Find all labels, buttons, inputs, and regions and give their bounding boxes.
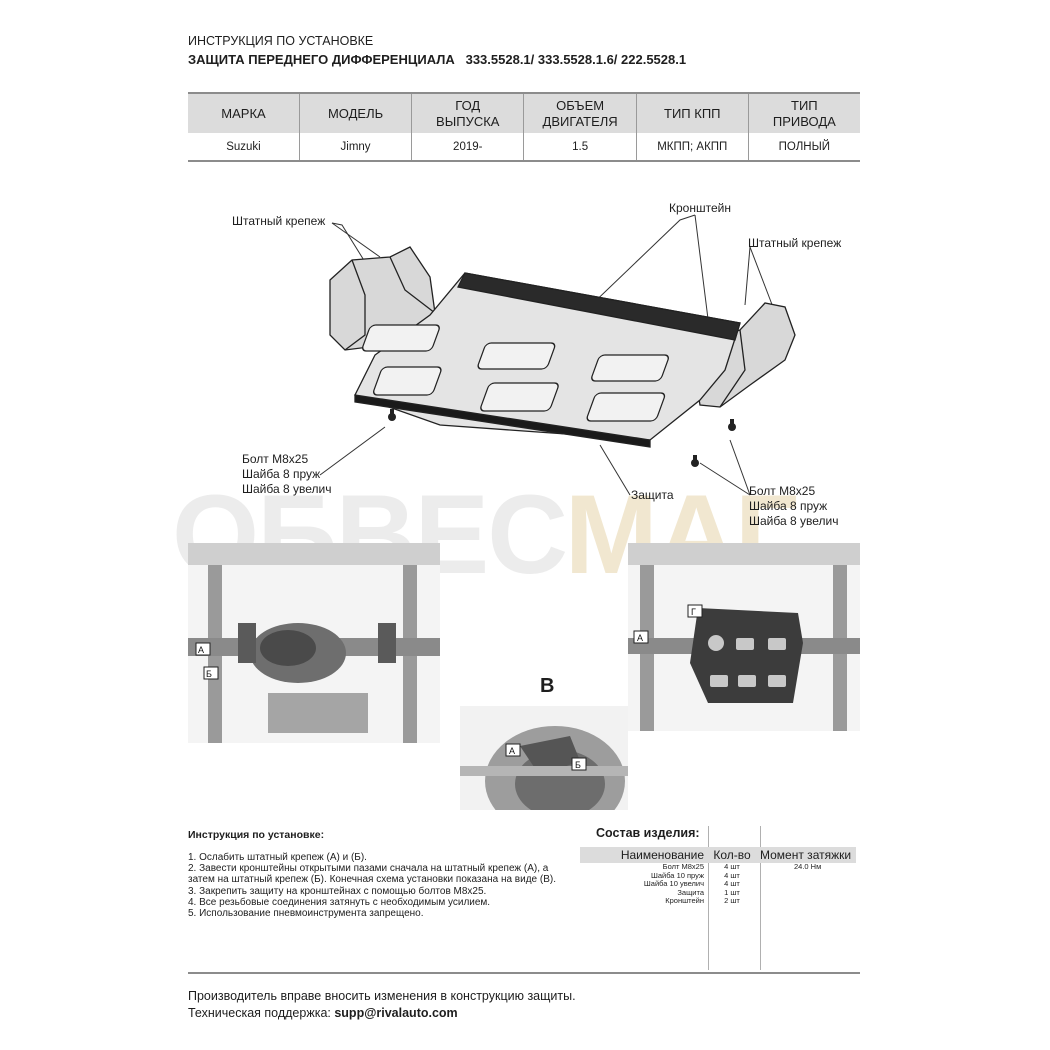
instructions-heading: Инструкция по установке: bbox=[188, 829, 325, 841]
spec-header-model: МОДЕЛЬ bbox=[298, 93, 412, 133]
label-bolts-right: Болт М8х25 Шайба 8 пруж Шайба 8 увелич bbox=[749, 484, 838, 529]
composition-item-name: Кронштейн bbox=[665, 896, 704, 906]
instructions-list: 1. Ослабить штатный крепеж (А) и (Б). 2.… bbox=[188, 852, 556, 919]
photo-view-b: А Б bbox=[460, 706, 628, 810]
footer-support: Техническая поддержка: supp@rivalauto.co… bbox=[188, 1006, 458, 1020]
label-stock-fastener-right: Штатный крепеж bbox=[748, 236, 842, 250]
composition-row: Шайба 10 увелич 4 шт bbox=[580, 880, 856, 889]
footer-divider bbox=[188, 972, 860, 974]
composition-col-qty: Кол-во bbox=[706, 847, 758, 863]
spec-value-gearbox: МКПП; АКПП bbox=[635, 133, 749, 161]
instruction-step: затем на штатный крепеж (Б). Конечная сх… bbox=[188, 874, 556, 886]
photo-before-install: А Б bbox=[188, 543, 440, 743]
bolt-mid bbox=[691, 455, 699, 467]
label-bolts-right-line1: Болт М8х25 bbox=[749, 484, 816, 498]
composition-item-qty: 4 шт bbox=[724, 870, 740, 880]
photo-after-install: Г А bbox=[628, 543, 860, 731]
composition-item-torque bbox=[758, 880, 856, 889]
label-bolts-left-line2: Шайба 8 пруж bbox=[242, 467, 321, 481]
instruction-step: 5. Использование пневмоинструмента запре… bbox=[188, 908, 424, 920]
photo-left-marker-a: А bbox=[198, 645, 204, 655]
composition-row: Шайба 10 пруж 4 шт bbox=[580, 870, 856, 881]
instruction-step: 3. Закрепить защиту на кронштейнах с пом… bbox=[188, 885, 487, 897]
footer-support-label: Техническая поддержка: bbox=[188, 1006, 335, 1020]
composition-item-name: Защита bbox=[677, 887, 704, 897]
label-bolts-right-line3: Шайба 8 увелич bbox=[749, 514, 839, 528]
photo-right-marker-g: Г bbox=[691, 607, 696, 617]
composition-item-torque bbox=[758, 897, 856, 906]
exploded-drawing bbox=[319, 214, 796, 496]
label-guard: Защита bbox=[631, 488, 674, 502]
support-email-link[interactable]: supp@rivalauto.com bbox=[334, 1006, 458, 1020]
composition-divider-2 bbox=[760, 826, 761, 970]
instruction-step: 4. Все резьбовые соединения затянуть с н… bbox=[188, 896, 491, 908]
composition-col-torque: Момент затяжки bbox=[758, 847, 856, 863]
composition-row: Кронштейн 2 шт bbox=[580, 897, 856, 906]
label-bolts-left: Болт М8х25 Шайба 8 пруж Шайба 8 увелич bbox=[242, 452, 331, 497]
footer-disclaimer: Производитель вправе вносить изменения в… bbox=[188, 989, 576, 1003]
label-bracket: Кронштейн bbox=[669, 201, 731, 215]
composition-heading: Состав изделия: bbox=[596, 826, 700, 840]
photo-mid-marker-a: А bbox=[509, 746, 515, 756]
view-b-label: В bbox=[540, 675, 555, 697]
composition-item-qty: 2 шт bbox=[724, 896, 740, 906]
composition-item-name: Болт М8х25 bbox=[662, 862, 704, 871]
composition-row: Защита 1 шт bbox=[580, 887, 856, 898]
spec-value-make: Suzuki bbox=[226, 140, 261, 153]
composition-row: Болт М8х25 4 шт 24.0 Нм bbox=[580, 862, 856, 872]
spec-value-year: 2019- bbox=[411, 133, 524, 161]
photo-right-marker-a: А bbox=[637, 633, 643, 643]
composition-table: Наименование Кол-во Момент затяжки Болт … bbox=[580, 847, 856, 906]
spec-value-model: Jimny bbox=[298, 133, 412, 161]
label-bolts-right-line2: Шайба 8 пруж bbox=[749, 499, 828, 513]
label-bolts-left-line3: Шайба 8 увелич bbox=[242, 482, 332, 496]
bolt-left bbox=[388, 409, 396, 421]
doc-title-line2: ЗАЩИТА ПЕРЕДНЕГО ДИФФЕРЕНЦИАЛА 333.5528.… bbox=[188, 52, 687, 67]
composition-item-qty: 1 шт bbox=[724, 887, 740, 897]
composition-item-name: Шайба 10 пруж bbox=[650, 870, 704, 880]
composition-item-qty: 4 шт bbox=[724, 879, 740, 889]
spec-header-gearbox: ТИП КПП bbox=[635, 93, 749, 133]
instruction-step: 2. Завести кронштейны открытыми пазами с… bbox=[188, 863, 549, 875]
photo-mid-marker-b: Б bbox=[575, 760, 581, 770]
spec-header-make: МАРКА bbox=[188, 93, 300, 133]
spec-value-engine: 1.5 bbox=[523, 133, 637, 161]
doc-title-line1: ИНСТРУКЦИЯ ПО УСТАНОВКЕ bbox=[188, 34, 374, 48]
composition-item-torque bbox=[758, 889, 856, 898]
spec-value-drive: ПОЛНЫЙ bbox=[747, 133, 860, 161]
guard-plate bbox=[354, 272, 741, 448]
label-stock-fastener-left: Штатный крепеж bbox=[232, 214, 326, 228]
label-bolts-left-line1: Болт М8х25 bbox=[242, 452, 309, 466]
spec-value-row: Suzuki Jimny 2019- 1.5 МКПП; АКПП ПОЛНЫЙ bbox=[188, 133, 860, 161]
composition-item-name: Шайба 10 увелич bbox=[643, 879, 704, 889]
composition-divider-1 bbox=[708, 826, 709, 970]
composition-col-name: Наименование bbox=[580, 847, 706, 863]
bolt-right bbox=[728, 419, 736, 431]
composition-item-qty: 4 шт bbox=[724, 862, 740, 871]
instruction-step: 1. Ослабить штатный крепеж (А) и (Б). bbox=[188, 852, 367, 863]
composition-header-row: Наименование Кол-во Момент затяжки bbox=[580, 847, 856, 863]
composition-item-torque bbox=[758, 872, 856, 881]
composition-item-torque: 24.0 Нм bbox=[794, 862, 822, 871]
photo-left-marker-b: Б bbox=[206, 669, 212, 679]
